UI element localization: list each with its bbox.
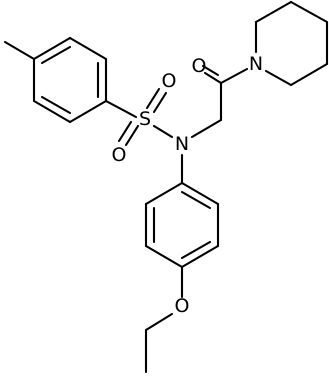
piperidine-ring (254, 0, 329, 87)
sulfonyl-double-bonds (117, 87, 168, 147)
ether-oxygen-label: O (175, 295, 190, 317)
carbonyl-piperidine-bond (219, 67, 249, 85)
tolyl-ring (32, 36, 108, 124)
carbonyl-oxygen-label: O (192, 55, 207, 77)
amide-nitrogen-label: N (175, 133, 189, 155)
sulfonyl-oxygen-upper-label: O (162, 70, 177, 92)
aryl-sulfur-bond (104, 99, 138, 119)
sulfur-nitrogen-bond (152, 124, 174, 139)
sulfur-atom-label: S (139, 108, 151, 130)
methyl-bond (3, 40, 36, 61)
piperidine-nitrogen-label: N (249, 53, 263, 75)
ethyl-chain (144, 312, 174, 374)
nitrogen-methylene-bond (190, 118, 223, 139)
sulfonyl-oxygen-lower-label: O (112, 144, 127, 166)
carbonyl-double-bond (201, 64, 223, 85)
ethoxyphenyl-ring (144, 181, 220, 269)
